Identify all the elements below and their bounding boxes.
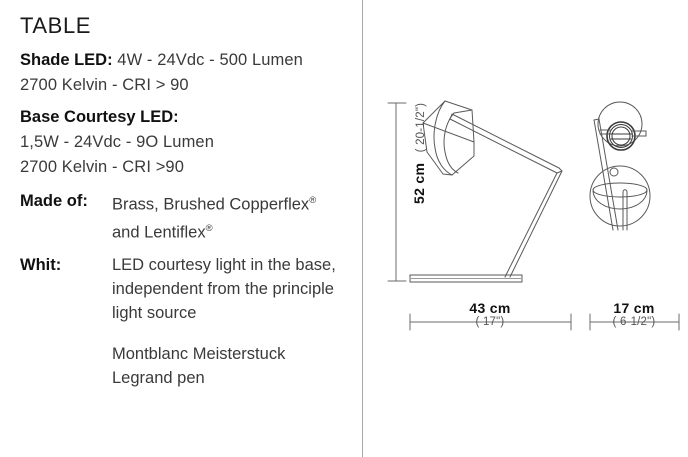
shade-led-value: 4W - 24Vdc - 500 Lumen bbox=[117, 51, 303, 70]
whit-value: LED courtesy light in the base, independ… bbox=[112, 253, 356, 390]
height-dimension-inch: ( 20-1/2") bbox=[415, 102, 427, 153]
width-dimension-line bbox=[409, 313, 572, 331]
registered-mark-icon: ® bbox=[309, 195, 317, 207]
made-of-label: Made of: bbox=[20, 192, 88, 211]
side-view-arm-stub bbox=[599, 129, 647, 137]
width-dimension-inch: ( 17") bbox=[475, 316, 505, 328]
depth-dimension-label: 17 cm ( 6-1/2") bbox=[586, 300, 682, 328]
spacer bbox=[112, 325, 356, 342]
spec-base-courtesy-led-line1: 1,5W - 24Vdc - 9O Lumen bbox=[20, 133, 214, 152]
spec-row-made-of: Made of: Brass, Brushed Copperflex® and … bbox=[20, 189, 356, 244]
technical-drawing-area: 52 cm ( 20-1/2") 43 cm ( 17") 17 cm ( 6-… bbox=[362, 0, 688, 457]
page-title: TABLE bbox=[20, 13, 92, 38]
side-view-stem bbox=[593, 118, 619, 231]
depth-dimension-cm: 17 cm bbox=[613, 300, 655, 316]
spec-shade-led-line2: 2700 Kelvin - CRI > 90 bbox=[20, 76, 189, 95]
lamp-base-plate bbox=[409, 274, 523, 283]
height-dimension-line bbox=[387, 102, 407, 282]
whit-line1: LED courtesy light in the base, bbox=[112, 256, 336, 275]
panel-divider bbox=[362, 0, 363, 457]
shade-led-label: Shade LED: bbox=[20, 51, 113, 70]
made-of-line1-text: Brass, Brushed Copperflex bbox=[112, 195, 310, 214]
made-of-line2-text: and Lentiflex bbox=[112, 223, 206, 242]
spec-shade-led: Shade LED: 4W - 24Vdc - 500 Lumen bbox=[20, 48, 356, 73]
spec-base-courtesy-led-line2: 2700 Kelvin - CRI >90 bbox=[20, 158, 184, 177]
spacer bbox=[20, 98, 356, 105]
specification-panel: TABLE Shade LED: 4W - 24Vdc - 500 Lumen … bbox=[20, 13, 356, 390]
spec-row-whit: Whit: LED courtesy light in the base, in… bbox=[20, 253, 356, 390]
made-of-value: Brass, Brushed Copperflex® and Lentiflex… bbox=[112, 189, 356, 244]
width-dimension-cm: 43 cm bbox=[469, 300, 511, 316]
side-view-base-outline bbox=[589, 165, 651, 227]
width-dimension-label: 43 cm ( 17") bbox=[400, 300, 580, 328]
made-of-line2: and Lentiflex® bbox=[112, 217, 356, 245]
whit-line3: light source bbox=[112, 304, 197, 323]
lamp-upper-arm bbox=[449, 113, 560, 174]
registered-mark-icon: ® bbox=[205, 222, 213, 234]
base-courtesy-led-label: Base Courtesy LED: bbox=[20, 108, 179, 127]
depth-dimension-inch: ( 6-1/2") bbox=[612, 316, 656, 328]
whit-line5: Legrand pen bbox=[112, 369, 205, 388]
depth-dimension-line bbox=[589, 313, 680, 331]
whit-line2: independent from the principle bbox=[112, 280, 334, 299]
lamp-front-view bbox=[409, 100, 563, 283]
side-view-shade-outline bbox=[597, 101, 643, 147]
lamp-technical-drawing bbox=[387, 100, 680, 331]
height-dimension-cm: 52 cm bbox=[411, 162, 427, 204]
whit-label: Whit: bbox=[20, 256, 62, 275]
lamp-side-view bbox=[589, 101, 651, 231]
made-of-line1: Brass, Brushed Copperflex® bbox=[112, 189, 356, 217]
spec-base-courtesy-led-label: Base Courtesy LED: bbox=[20, 105, 356, 130]
lamp-lower-arm bbox=[504, 170, 563, 278]
height-dimension-label: 52 cm ( 20-1/2") bbox=[411, 103, 429, 204]
whit-line4: Montblanc Meisterstuck bbox=[112, 345, 286, 364]
side-view-center-post bbox=[622, 189, 628, 231]
lamp-shade bbox=[422, 100, 475, 176]
